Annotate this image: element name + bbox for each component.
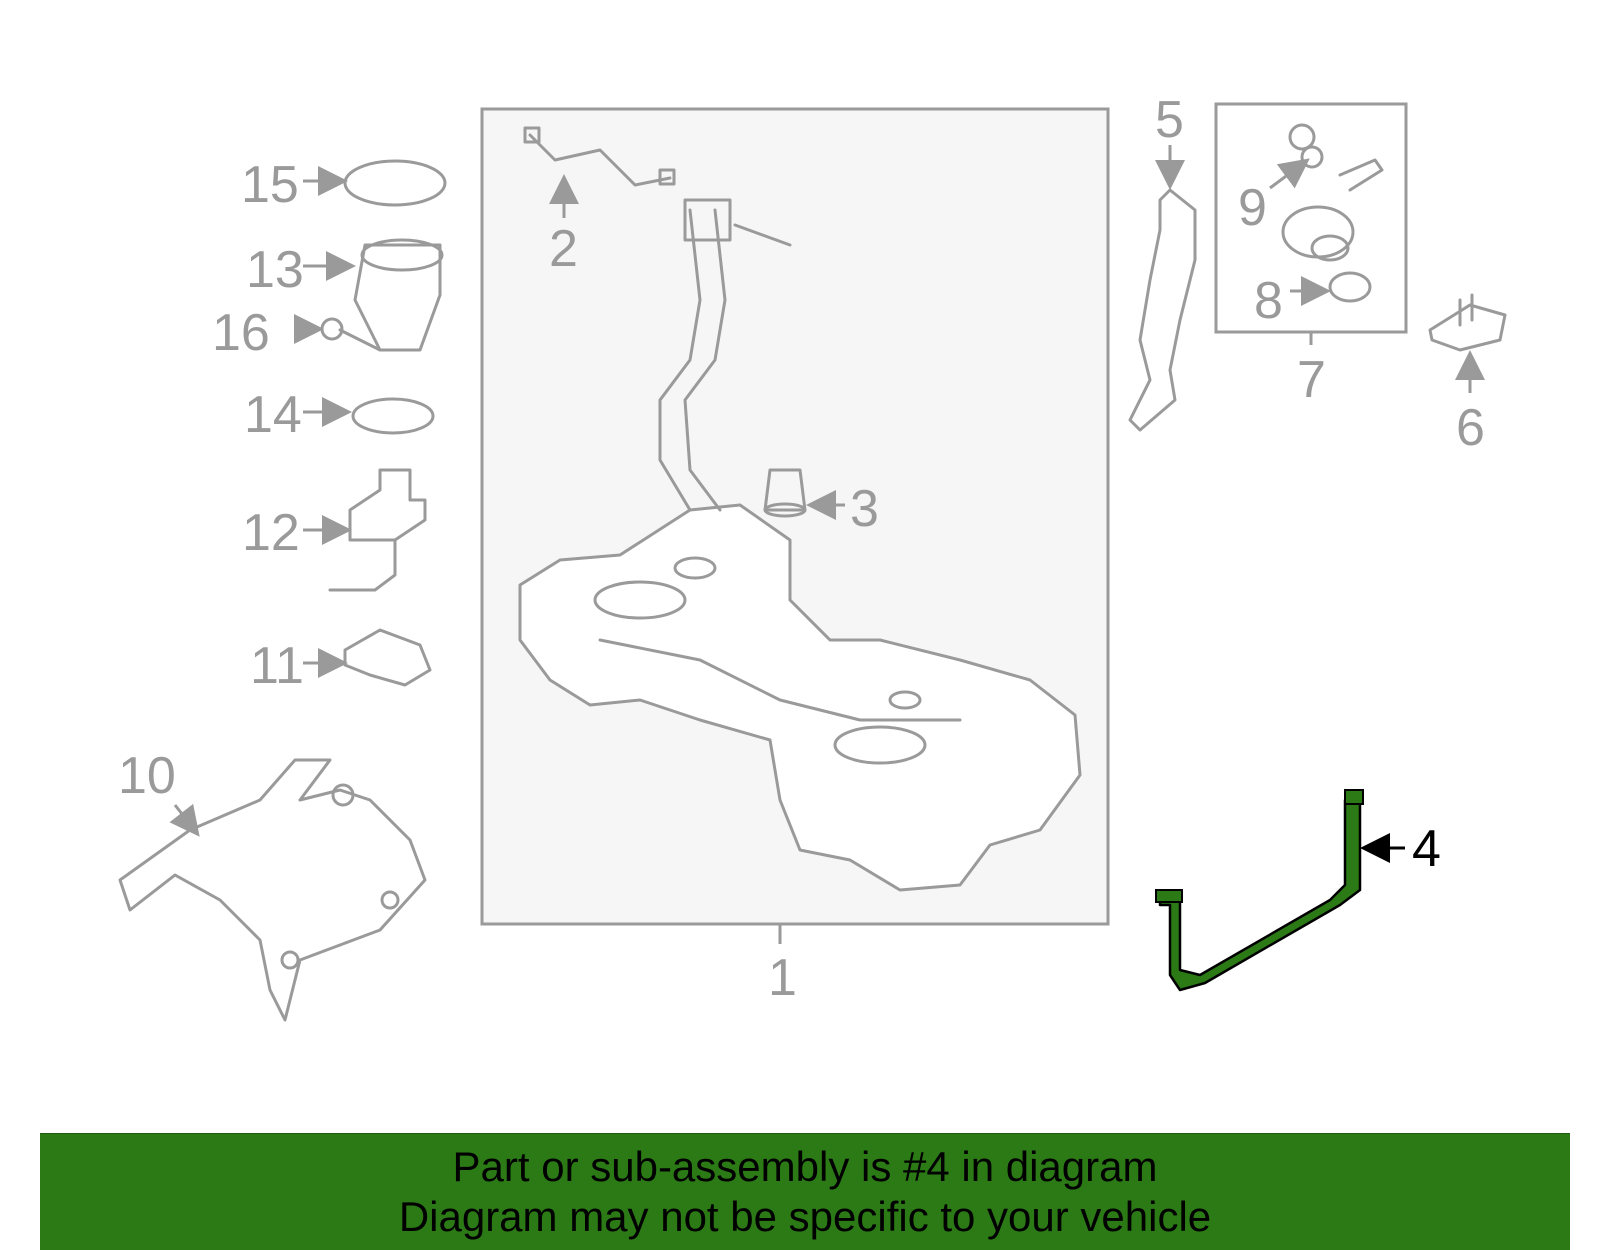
callout-16: 16 [212, 304, 270, 362]
vent-hose-end-a [523, 126, 541, 144]
callout-7: 7 [1297, 351, 1326, 409]
tank-nipple-2 [888, 690, 922, 710]
cap-strap [1338, 158, 1384, 192]
callout-3: 3 [850, 480, 879, 538]
tank-seam [598, 638, 962, 722]
pump-top [360, 238, 444, 272]
shield-hole-b [380, 890, 400, 910]
bracket-6-tabs [1458, 293, 1474, 327]
tank-nipple [673, 556, 717, 580]
bracket-11 [343, 628, 432, 687]
bracket-6 [1428, 303, 1507, 352]
sender-wire [328, 538, 397, 592]
filler-pipe-5 [1128, 188, 1197, 432]
callout-5: 5 [1155, 91, 1184, 149]
ring-15 [343, 159, 447, 207]
vent-hose-end-b [658, 168, 676, 186]
info-banner: Part or sub-assembly is #4 in diagram Di… [40, 1133, 1570, 1250]
callout-8: 8 [1254, 272, 1283, 330]
sender-12 [348, 468, 427, 542]
float-arm [338, 328, 382, 352]
shield-hole-a [331, 783, 355, 807]
callout-2: 2 [549, 220, 578, 278]
callout-4: 4 [1412, 820, 1441, 878]
callout-15: 15 [241, 156, 299, 214]
callout-9: 9 [1238, 179, 1267, 237]
callout-12: 12 [242, 504, 300, 562]
fuel-pump-13 [353, 243, 442, 352]
filler-neck-head [683, 198, 732, 242]
tank-port-left [593, 580, 687, 620]
leader-9 [1269, 158, 1310, 190]
tank-strap-4 [1158, 793, 1362, 992]
callout-13: 13 [246, 241, 304, 299]
tank-bumper-base [763, 502, 807, 518]
fuel-tank [518, 503, 1082, 892]
vent-hose [528, 133, 672, 187]
callout-11: 11 [250, 637, 304, 695]
banner-disclaimer-line: Diagram may not be specific to your vehi… [398, 1193, 1212, 1240]
callout-14: 14 [244, 386, 302, 444]
shield-hole-c [280, 950, 300, 970]
fuel-tank-assembly-group [480, 107, 1110, 926]
filler-neck [658, 208, 727, 512]
fuel-cap-knob [1310, 234, 1350, 262]
seal-14 [351, 397, 435, 435]
cap-tether-9 [1288, 123, 1316, 151]
tank-port-right [833, 725, 927, 765]
heat-shield-10 [118, 758, 427, 1022]
banner-part-line: Part or sub-assembly is #4 in diagram [452, 1143, 1158, 1190]
leader-10 [169, 803, 200, 837]
cap-clip-9 [1300, 145, 1324, 169]
callout-10: 10 [118, 747, 176, 805]
strap-end-tab [1155, 889, 1183, 903]
filler-vent [733, 223, 792, 247]
callout-6: 6 [1456, 399, 1485, 457]
callout-1: 1 [768, 949, 797, 1007]
strap-top-tab [1344, 789, 1364, 805]
